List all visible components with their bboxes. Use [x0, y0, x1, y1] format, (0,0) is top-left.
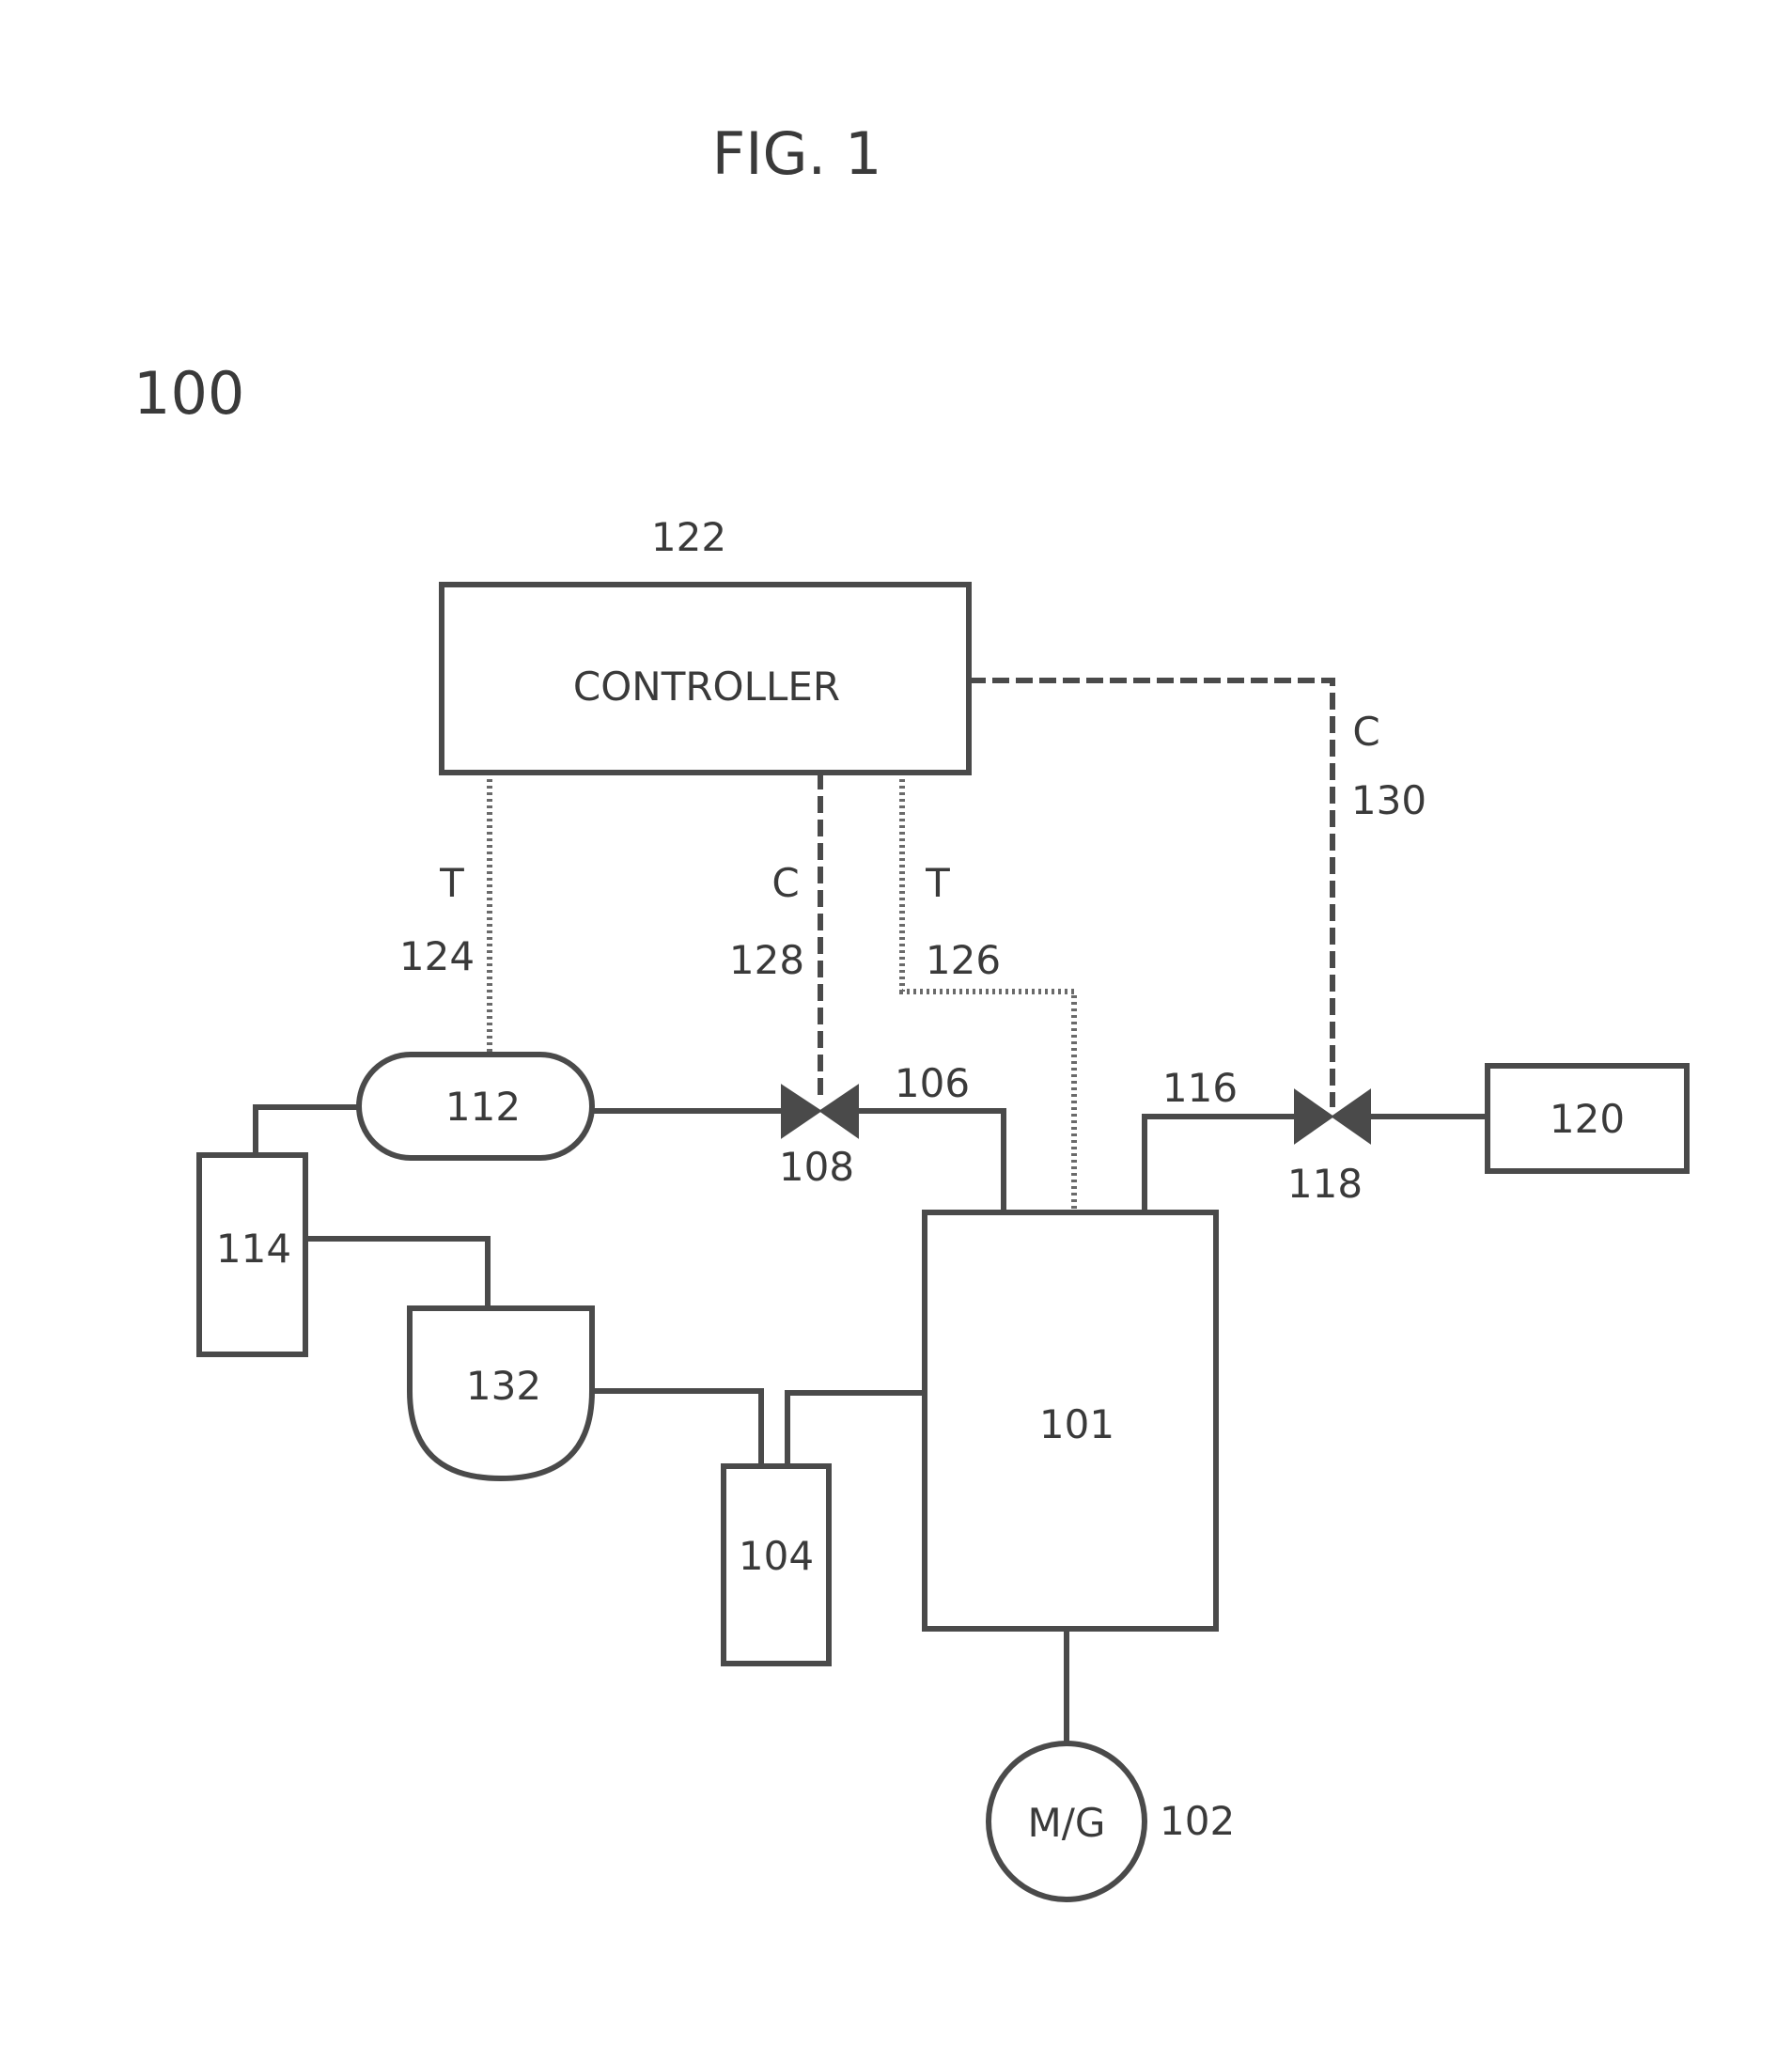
signal-130-type: C: [1352, 709, 1379, 755]
signal-128-reference: 128: [729, 937, 804, 983]
signal-126-reference: 126: [926, 937, 1001, 983]
motor-generator-reference: 102: [1160, 1798, 1235, 1844]
pipe-101-to-104: [787, 1393, 925, 1466]
vessel-112: 112: [359, 1055, 592, 1158]
pipe-132-to-104: [592, 1391, 761, 1466]
motor-generator-label: M/G: [1028, 1800, 1106, 1846]
box-114: 114: [199, 1155, 305, 1354]
signal-124-reference: 124: [399, 933, 475, 979]
tank-104-label: 104: [739, 1533, 814, 1579]
pipe-114-to-132: [305, 1239, 488, 1308]
signal-126-type: T: [925, 860, 950, 906]
valve-118-reference: 118: [1287, 1161, 1363, 1207]
tank-104: 104: [724, 1466, 829, 1664]
valve-108-reference: 108: [779, 1144, 854, 1190]
vessel-132-label: 132: [466, 1363, 541, 1409]
pipe-112-to-114: [256, 1107, 359, 1155]
pipe-106: [858, 1111, 1004, 1212]
main-unit-101: 101: [925, 1212, 1216, 1629]
signal-130-reference: 130: [1351, 777, 1426, 823]
figure-title: FIG. 1: [712, 119, 882, 188]
signal-124-type: T: [439, 860, 464, 906]
box-114-label: 114: [216, 1226, 291, 1272]
controller-reference: 122: [651, 514, 726, 560]
vessel-132: 132: [410, 1308, 592, 1478]
signal-line-126: [902, 773, 1074, 1212]
pipe-116: [1145, 1117, 1295, 1212]
main-unit-101-label: 101: [1039, 1401, 1114, 1447]
motor-generator-102: M/G: [989, 1743, 1145, 1899]
line-116-reference: 116: [1162, 1065, 1238, 1111]
controller-label: CONTROLLER: [573, 664, 840, 710]
line-106-reference: 106: [895, 1060, 970, 1106]
controller: CONTROLLER: [442, 585, 969, 773]
signal-128-type: C: [771, 860, 799, 906]
box-120-label: 120: [1550, 1096, 1625, 1142]
box-120: 120: [1488, 1066, 1687, 1171]
vessel-112-label: 112: [445, 1084, 521, 1130]
system-reference: 100: [133, 359, 244, 428]
signal-line-130: [969, 680, 1332, 1107]
